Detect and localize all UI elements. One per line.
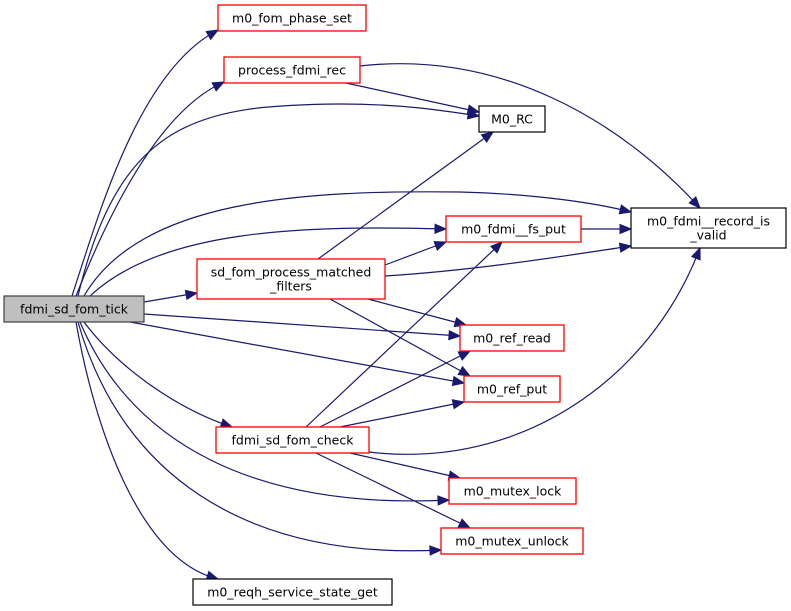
node-m0-mutex-unlock[interactable]: m0_mutex_unlock — [440, 527, 584, 555]
node-m0-reqh-service-state-get[interactable]: m0_reqh_service_state_get — [192, 578, 393, 606]
node-m0-rc[interactable]: M0_RC — [478, 105, 546, 133]
edge-fdmi-sd-fom-tick-to-m0-rc — [77, 103, 480, 297]
node-label: m0_ref_put — [477, 382, 547, 397]
edge-fdmi-sd-fom-tick-to-m0-mutex-unlock-arrowhead-icon — [429, 545, 443, 556]
node-label: fdmi_sd_fom_tick — [20, 302, 129, 317]
node-label: m0_fom_phase_set — [232, 11, 352, 26]
edge-process-fdmi-rec-to-m0-rc — [345, 82, 480, 113]
edge-fdmi-sd-fom-check-to-m0-fdmi-fs-put-arrowhead-icon — [490, 241, 503, 254]
edge-fdmi-sd-fom-check-to-m0-fdmi-fs-put — [305, 241, 503, 428]
nodes-layer: fdmi_sd_fom_tick m0_fom_phase_set process_… — [3, 4, 787, 606]
edge-fdmi-sd-fom-tick-to-fdmi-sd-fom-check-arrowhead-icon — [219, 418, 234, 429]
edge-fdmi-sd-fom-tick-to-m0-ref-put-arrowhead-icon — [451, 375, 466, 387]
node-m0-fom-phase-set[interactable]: m0_fom_phase_set — [217, 4, 367, 32]
edge-fdmi-sd-fom-check-to-m0-fdmi-record-is-valid — [368, 247, 701, 455]
node-box — [223, 56, 361, 84]
edge-fdmi-sd-fom-tick-to-m0-fdmi-record-is-valid — [83, 191, 632, 297]
edge-fdmi-sd-fom-tick-to-m0-mutex-lock — [79, 321, 450, 502]
node-label: sd_fom_process_matched — [211, 265, 372, 280]
edge-process-fdmi-rec-to-m0-fdmi-record-is-valid-arrowhead-icon — [688, 196, 701, 209]
node-fdmi-sd-fom-tick: fdmi_sd_fom_tick — [3, 295, 145, 323]
edge-sd-fom-process-matched-filters-to-m0-rc-arrowhead-icon — [480, 131, 495, 143]
edge-sd-fom-process-matched-filters-to-m0-fdmi-fs-put-arrowhead-icon — [433, 241, 448, 251]
edge-fdmi-sd-fom-tick-to-m0-fdmi-record-is-valid-arrowhead-icon — [618, 204, 633, 215]
node-box — [196, 258, 386, 300]
edge-fdmi-sd-fom-tick-to-m0-fdmi-fs-put-arrowhead-icon — [434, 223, 448, 234]
edge-fdmi-sd-fom-check-to-m0-ref-read — [319, 350, 471, 428]
node-box — [630, 207, 787, 249]
node-sd-fom-process-matched-filters[interactable]: sd_fom_process_matched_filters — [196, 258, 386, 300]
edge-process-fdmi-rec-to-m0-fdmi-record-is-valid — [359, 63, 701, 209]
node-m0-ref-put[interactable]: m0_ref_put — [463, 375, 561, 403]
edge-fdmi-sd-fom-check-to-m0-mutex-unlock — [315, 452, 471, 529]
edge-fdmi-sd-fom-tick-to-m0-ref-read-arrowhead-icon — [448, 329, 462, 341]
node-m0-fdmi-fs-put[interactable]: m0_fdmi__fs_put — [445, 215, 582, 243]
node-box — [448, 477, 577, 505]
edge-sd-fom-process-matched-filters-to-m0-fdmi-record-is-valid-arrowhead-icon — [618, 242, 633, 253]
edge-fdmi-sd-fom-tick-to-m0-reqh-service-state-get — [75, 321, 219, 580]
edge-sd-fom-process-matched-filters-to-m0-rc — [317, 131, 494, 260]
node-label: m0_reqh_service_state_get — [207, 585, 378, 600]
edge-fdmi-sd-fom-tick-to-m0-mutex-unlock — [77, 321, 442, 552]
edges-layer — [71, 29, 701, 581]
node-label: m0_fdmi__record_is — [647, 214, 770, 229]
edge-fdmi-sd-fom-tick-to-fdmi-sd-fom-check — [83, 321, 233, 428]
edge-fdmi-sd-fom-check-to-m0-ref-put-arrowhead-icon — [451, 399, 466, 410]
edge-fdmi-sd-fom-tick-to-sd-fom-process-matched-filters-arrowhead-icon — [184, 289, 199, 301]
edge-fdmi-sd-fom-tick-to-process-fdmi-rec — [75, 81, 225, 297]
edge-fdmi-sd-fom-tick-to-m0-mutex-lock-arrowhead-icon — [437, 495, 451, 506]
edge-sd-fom-process-matched-filters-to-m0-fdmi-record-is-valid — [384, 245, 632, 277]
node-label: m0_mutex_lock — [464, 484, 562, 499]
node-process-fdmi-rec[interactable]: process_fdmi_rec — [223, 56, 361, 84]
node-label: _filters — [269, 279, 312, 294]
node-label: m0_fdmi__fs_put — [461, 222, 566, 237]
node-label: m0_ref_read — [473, 331, 551, 346]
edge-fdmi-sd-fom-tick-to-m0-fdmi-fs-put — [89, 227, 447, 297]
edge-fdmi-sd-fom-tick-to-m0-fom-phase-set-arrowhead-icon — [205, 29, 220, 41]
node-box — [463, 375, 561, 403]
node-box — [215, 426, 370, 454]
edge-sd-fom-process-matched-filters-to-m0-ref-put-arrowhead-icon — [457, 365, 472, 377]
node-label: m0_mutex_unlock — [455, 534, 569, 549]
edge-process-fdmi-rec-to-m0-rc-arrowhead-icon — [466, 104, 481, 115]
node-box — [3, 295, 145, 323]
node-box — [217, 4, 367, 32]
edge-fdmi-sd-fom-tick-to-m0-ref-read — [143, 313, 461, 337]
edge-fdmi-sd-fom-check-to-m0-ref-put — [339, 401, 465, 428]
node-box — [192, 578, 393, 606]
edge-fdmi-sd-fom-tick-to-process-fdmi-rec-arrowhead-icon — [211, 81, 226, 92]
node-label: _valid — [689, 228, 726, 243]
node-label: process_fdmi_rec — [238, 63, 346, 78]
edge-fdmi-sd-fom-check-to-m0-mutex-unlock-arrowhead-icon — [457, 518, 472, 529]
node-box — [440, 527, 584, 555]
node-box — [478, 105, 546, 133]
edge-fdmi-sd-fom-tick-to-m0-ref-put — [129, 321, 465, 384]
edge-sd-fom-process-matched-filters-to-m0-ref-read — [367, 298, 467, 326]
node-label: M0_RC — [491, 112, 533, 127]
edge-fdmi-sd-fom-check-to-m0-mutex-lock — [349, 452, 461, 479]
node-m0-ref-read[interactable]: m0_ref_read — [459, 324, 565, 352]
node-fdmi-sd-fom-check[interactable]: fdmi_sd_fom_check — [215, 426, 370, 454]
edge-fdmi-sd-fom-check-to-m0-ref-read-arrowhead-icon — [457, 350, 472, 361]
edge-m0-fdmi-fs-put-to-m0-fdmi-record-is-valid-arrowhead-icon — [619, 223, 633, 235]
node-m0-fdmi-record-is-valid[interactable]: m0_fdmi__record_is_valid — [630, 207, 787, 249]
edge-fdmi-sd-fom-tick-to-m0-fom-phase-set — [71, 29, 219, 297]
edge-fdmi-sd-fom-check-to-m0-fdmi-record-is-valid-arrowhead-icon — [690, 246, 701, 261]
node-label: fdmi_sd_fom_check — [231, 433, 354, 448]
node-m0-mutex-lock[interactable]: m0_mutex_lock — [448, 477, 577, 505]
node-box — [459, 324, 565, 352]
node-box — [445, 215, 582, 243]
